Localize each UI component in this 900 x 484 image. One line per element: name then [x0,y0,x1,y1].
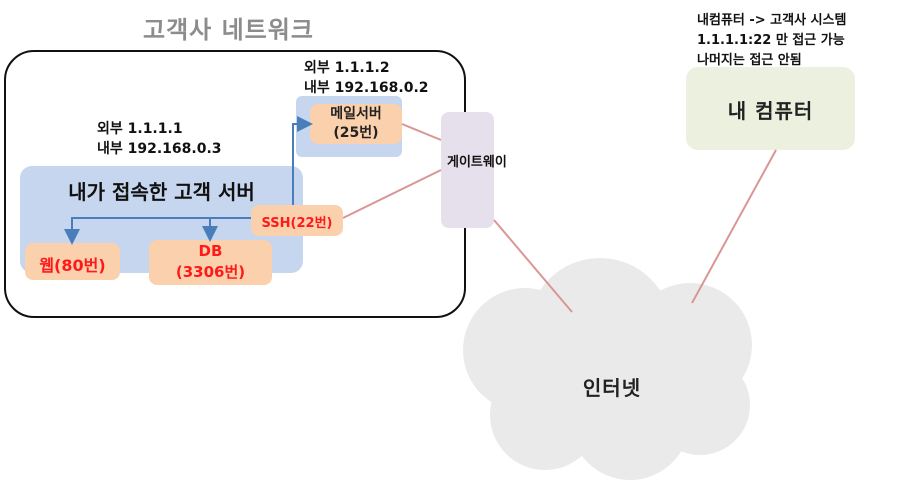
link-gateway-internet [493,219,573,313]
web-label: 웹(80번) [39,256,106,275]
customer-server-title: 내가 접속한 고객 서버 [68,180,255,204]
link-mail-gateway [401,123,442,141]
db-name: DB [198,242,223,260]
mail-server-port: (25번) [333,125,379,141]
my-computer-node [686,67,855,150]
mail-server-node [310,104,402,144]
db-node [149,240,272,285]
arrow-ssh-to-mail [292,116,313,205]
gateway-node [441,112,494,228]
access-note-line-1: 내컴퓨터 -> 고객사 시스템 [697,13,847,28]
mail-address: 외부 1.1.1.2 내부 192.168.0.2 [304,58,429,98]
mail-server-name: 메일서버 [330,106,382,122]
db-label: DB (3306번) [149,241,272,283]
server-address: 외부 1.1.1.1 내부 192.168.0.3 [97,119,222,159]
db-port: (3306번) [175,263,246,281]
mail-internal-ip: 내부 192.168.0.2 [304,80,429,96]
ssh-label: SSH(22번) [261,216,333,231]
server-external-ip: 외부 1.1.1.1 [97,121,183,137]
ssh-node [251,205,343,236]
my-computer-label: 내 컴퓨터 [727,99,814,123]
network-title: 고객사 네트워크 [143,16,314,44]
link-computer-internet [691,149,777,304]
internet-label: 인터넷 [582,376,642,400]
mail-server-label: 메일서버 (25번) [310,105,402,143]
web-node [25,243,120,280]
arrow-ssh-to-web [64,217,251,245]
access-note-line-3: 나머지는 접근 안됨 [697,53,802,68]
access-note: 내컴퓨터 -> 고객사 시스템 1.1.1.1:22 만 접근 가능 나머지는 … [697,11,846,71]
access-note-line-2: 1.1.1.1:22 만 접근 가능 [697,33,845,48]
network-links [342,123,777,313]
internet-cloud [463,258,752,480]
gateway-label: 게이트웨이 [447,155,507,170]
link-ssh-gateway [342,169,442,219]
server-internal-ip: 내부 192.168.0.3 [97,141,222,157]
mail-external-ip: 외부 1.1.1.2 [304,60,390,76]
ssh-forward-arrows [64,116,313,245]
